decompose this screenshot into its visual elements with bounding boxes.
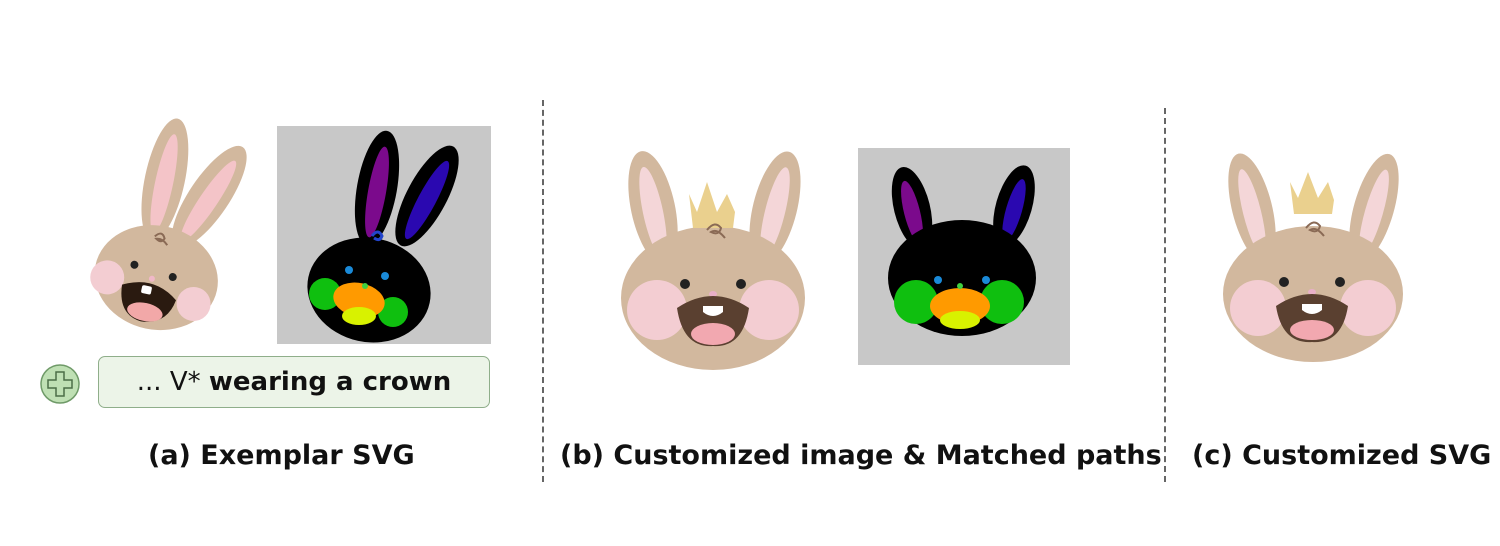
caption-customized-image: (b) Customized image & Matched paths [560,440,1162,471]
caption-customized-svg: (c) Customized SVG [1192,440,1492,471]
prompt-bold-text: wearing a crown [208,367,452,397]
exemplar-mask-svg [307,130,459,343]
divider-right [1164,108,1166,482]
exemplar-bunny-svg [90,118,247,331]
matched-paths-mask [888,165,1036,336]
plus-circle-icon [40,364,80,404]
prompt-prefix: ... V* [136,367,201,397]
divider-left [542,100,544,482]
customized-svg-bunny [1223,153,1403,362]
text-prompt-box: ... V* wearing a crown [98,356,490,408]
caption-exemplar-svg: (a) Exemplar SVG [148,440,415,471]
customized-bunny-image [621,151,805,370]
